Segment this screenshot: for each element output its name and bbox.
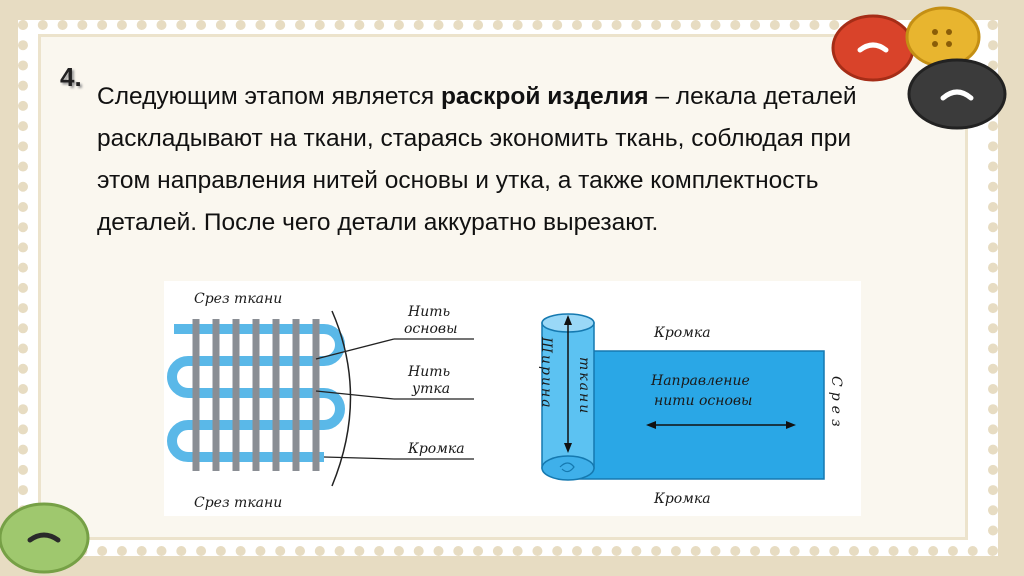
weft-label-1: Нить <box>407 364 450 380</box>
slide-paragraph: Следующим этапом является раскрой издели… <box>97 76 857 244</box>
text-before: Следующим этапом является <box>97 83 441 110</box>
slide-number: 4. <box>60 62 82 92</box>
green-button-icon <box>0 502 90 574</box>
weave-diagram: Срез ткани Срез ткани Нить основы Нить у… <box>167 291 474 511</box>
width-label: Ширина ткани <box>538 336 592 415</box>
fabric-sheet <box>573 350 825 480</box>
dark-button-icon <box>907 58 1007 130</box>
selvage-label-top: Кромка <box>653 325 711 341</box>
text-bold: раскрой изделия <box>440 83 649 110</box>
cut-label-bottom: Срез ткани <box>194 495 282 511</box>
weft-label-2: утка <box>411 381 450 397</box>
direction-label-2: нити основы <box>654 393 752 409</box>
red-button-icon <box>831 14 915 82</box>
fabric-diagram: Срез ткани Срез ткани Нить основы Нить у… <box>164 281 861 516</box>
direction-label-1: Направление <box>650 373 750 389</box>
fabric-roll-diagram: Ширина ткани Кромка Кромка Направление н… <box>538 313 844 507</box>
warp-label-1: Нить <box>407 304 450 320</box>
selvage-label-bottom: Кромка <box>653 491 711 507</box>
cut-side-label: Срез <box>828 376 844 432</box>
warp-label-2: основы <box>404 321 457 337</box>
text-after: – лекала деталей раскладывают на ткани, … <box>97 83 857 236</box>
width-word-2: ткани <box>576 357 592 415</box>
width-word-1: Ширина <box>538 336 554 410</box>
cut-label-top: Срез ткани <box>194 291 282 307</box>
selvage-label-left: Кромка <box>407 441 465 457</box>
